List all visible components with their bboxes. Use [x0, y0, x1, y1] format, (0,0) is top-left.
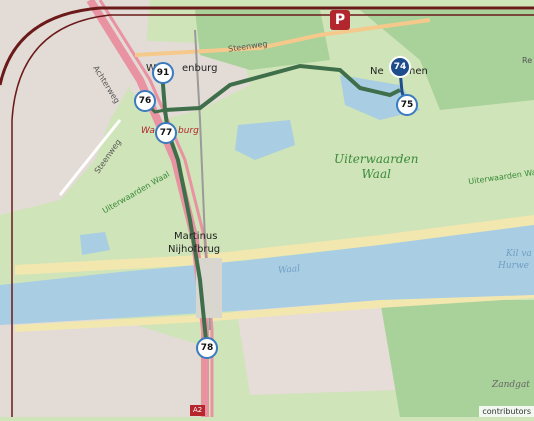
road-shield-a2: A2 — [190, 405, 206, 416]
place-wadenburg-red-part2: burg — [178, 126, 199, 136]
route-node-75[interactable]: 75 — [396, 94, 418, 116]
nature-line2: Waal — [361, 167, 391, 181]
route-node-78[interactable]: 78 — [196, 337, 218, 359]
water-zandgat: Zandgat — [492, 380, 530, 390]
water-kil-line2: Hurwe — [498, 261, 529, 271]
route-node-76[interactable]: 76 — [134, 90, 156, 112]
place-martinus-line1: Martinus — [174, 231, 218, 242]
route-node-91[interactable]: 91 — [152, 62, 174, 84]
place-martinus-line2: Nijhofbrug — [168, 244, 221, 255]
nature-line1: Uiterwaarden — [334, 152, 419, 166]
place-wadenburg-red-part1: Wa — [141, 126, 155, 136]
place-wadenburg-part2: enburg — [182, 63, 218, 74]
place-nettenhen-part1: Ne — [370, 66, 384, 77]
route-node-74[interactable]: 74 — [389, 56, 411, 78]
road-re: Re — [522, 56, 533, 65]
place-nettenhen-part2: nen — [409, 66, 428, 77]
water-waal: Waal — [277, 264, 301, 276]
parking-icon[interactable]: P — [330, 10, 350, 30]
route-node-77[interactable]: 77 — [155, 122, 177, 144]
water-kil-line1: Kil va — [506, 249, 532, 259]
nature-uiterwaarden-waal: Uiterwaarden Waal — [334, 152, 418, 182]
map-attribution[interactable]: contributors — [479, 406, 534, 417]
